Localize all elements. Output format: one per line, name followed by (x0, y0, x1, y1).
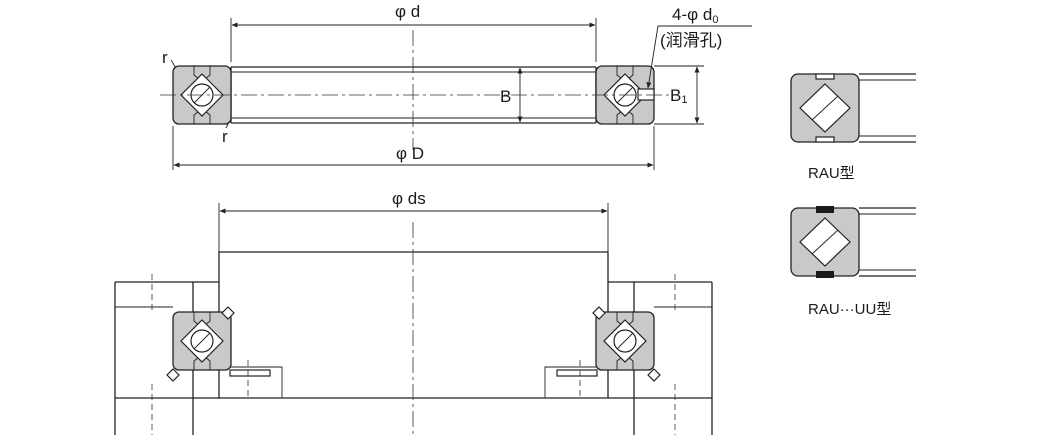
type-rau-figure (790, 73, 916, 143)
label-d: φ d (395, 2, 420, 21)
dim-outer-D: φ D (172, 126, 655, 170)
label-B1: B (670, 86, 681, 105)
lubrication-hole-icon (637, 88, 655, 101)
label-oil-hole: (润滑孔) (660, 31, 722, 50)
seal-top-icon (816, 206, 834, 213)
svg-text:B1: B1 (670, 86, 687, 106)
dim-shaft-ds: φ ds (218, 189, 609, 252)
label-type-rau: RAU型 (808, 165, 855, 182)
label-r-top: r (162, 48, 168, 67)
seal-bottom-icon (816, 271, 834, 278)
dim-oil-hole: 4-φ d0 (润滑孔) (646, 5, 752, 89)
mounting-assembly (114, 222, 713, 435)
type-rau-uu-figure (790, 206, 916, 278)
dim-width-B: B (500, 67, 523, 123)
label-D: φ D (396, 144, 424, 163)
top-bearing-section (160, 30, 670, 150)
label-r-bottom: r (222, 127, 228, 146)
dim-width-B1: B1 (654, 65, 704, 125)
dim-bore-d: φ d (230, 2, 597, 62)
label-ds: φ ds (392, 189, 426, 208)
label-B: B (500, 87, 511, 106)
label-do: 4-φ d (672, 5, 712, 24)
label-type-rau-uu: RAU···UU型 (808, 301, 891, 318)
svg-text:4-φ d0: 4-φ d0 (672, 5, 718, 26)
